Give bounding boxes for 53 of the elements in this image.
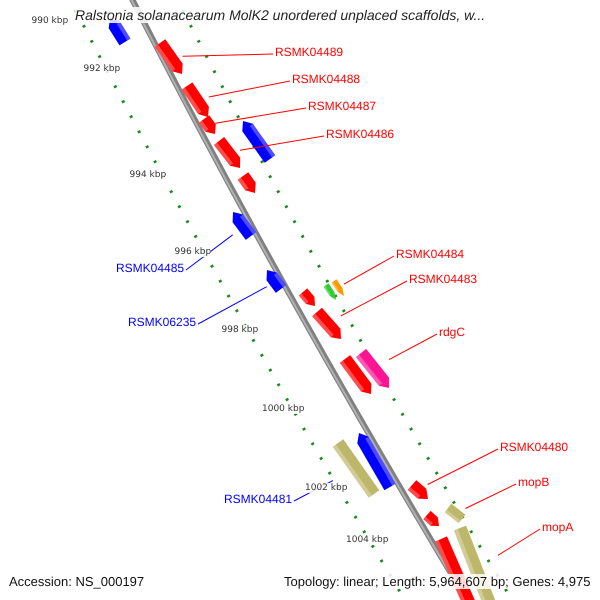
scale-label: 998 kbp [222,325,258,335]
gene-feature [332,439,380,498]
leader-line [388,334,438,360]
gene-feature [356,348,390,388]
leader-line [215,108,306,124]
gene-label: RSMK04487 [308,99,376,113]
gene-feature [154,39,183,74]
gene-feature [423,510,439,526]
gene-feature [198,115,216,134]
accession-text: Accession: NS_000197 [9,574,144,589]
gene-label: RSMK04480 [500,440,568,454]
leader-line [198,286,268,324]
gene-feature [242,121,276,163]
gene-label: RSMK04481 [224,492,292,506]
gene-label: RSMK04483 [409,272,478,286]
gene-feature [182,82,209,117]
gene-feature [444,504,466,524]
gene-feature [238,172,256,193]
gene-feature [324,283,336,300]
leader-line [208,80,290,98]
gene-label: RSMK04484 [396,247,464,261]
gene-feature [266,270,286,293]
leader-line [186,234,234,270]
leader-line [340,280,408,316]
scale-label: 1004 kbp [346,535,388,545]
scale-label: 1000 kbp [262,404,304,414]
leader-line [464,484,516,509]
gene-feature [232,212,256,240]
gene-label: RSMK04485 [116,261,184,275]
scale-label: 1002 kbp [305,483,348,493]
gene-feature [298,288,315,306]
gene-label: mopB [518,475,550,489]
gene-label: RSMK06235 [128,315,196,329]
scale-label: 994 kbp [130,170,166,180]
scale-label: 990 kbp [32,16,68,26]
gene-feature [408,480,428,499]
leader-line [182,54,274,57]
gene-label: RSMK04488 [292,72,360,86]
gene-feature [312,308,341,339]
scale-label: 992 kbp [84,64,120,74]
leader-line [498,528,540,556]
gene-feature [340,355,372,394]
gene-label: RSMK04489 [275,45,344,59]
gene-feature [357,433,396,490]
scale-label: 996 kbp [174,247,212,257]
gene-feature [332,279,344,296]
gene-feature [214,137,240,168]
leader-line [343,256,394,285]
leader-line [240,136,324,151]
gene-label: mopA [542,520,574,534]
leader-line [427,448,498,485]
gene-label: RSMK04486 [326,127,394,141]
gene-label: rdgC [439,325,466,339]
